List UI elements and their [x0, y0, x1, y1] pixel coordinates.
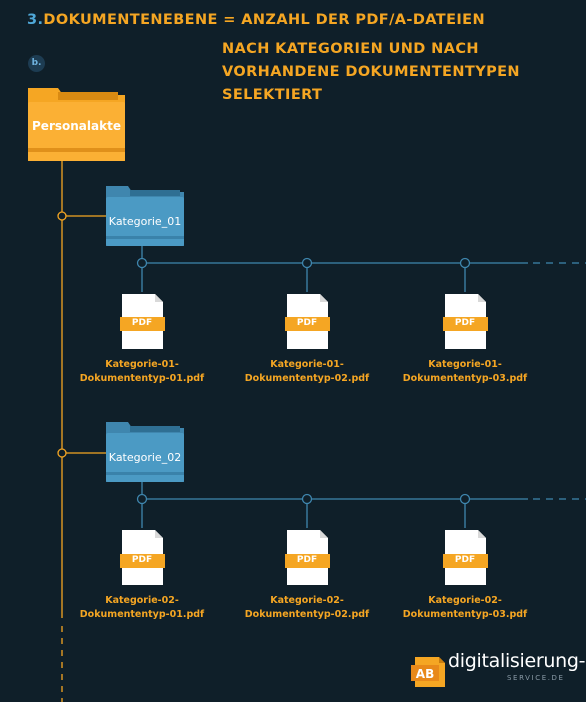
- heading-line-3: VORHANDENE DOKUMENTENTYPEN: [222, 64, 520, 80]
- document-label-line-1: Kategorie-01-: [270, 359, 344, 370]
- pdf-icon: [443, 530, 488, 585]
- brand-domain: SERVICE.DE: [507, 674, 565, 682]
- document-label-line-1: Kategorie-02-: [428, 595, 502, 606]
- document-label-line-1: Kategorie-02-: [270, 595, 344, 606]
- category-1-folder-icon: [106, 186, 184, 246]
- branch-node-2: [57, 448, 67, 458]
- heading-number: 3.: [27, 12, 44, 28]
- pdf-tag: PDF: [131, 318, 153, 328]
- document-label: Kategorie-01- Dokumententyp-02.pdf: [232, 358, 382, 386]
- heading-line-2: NACH KATEGORIEN UND NACH: [222, 41, 479, 57]
- branch-node-1: [57, 211, 67, 221]
- pdf-icon: [120, 530, 165, 585]
- document-label: Kategorie-02- Dokumententyp-03.pdf: [390, 594, 540, 622]
- brand-logo-icon: AB: [411, 657, 445, 687]
- pdf-tag: PDF: [296, 318, 318, 328]
- document-label-line-2: Dokumententyp-03.pdf: [402, 373, 528, 384]
- root-folder-icon: [28, 88, 125, 161]
- brand-logo-mark: AB: [416, 667, 434, 681]
- document-label: Kategorie-02- Dokumententyp-02.pdf: [232, 594, 382, 622]
- pdf-tag: PDF: [454, 318, 476, 328]
- heading-text-1: DOKUMENTENEBENE = ANZAHL DER PDF/A-DATEI…: [43, 12, 486, 28]
- document-label: Kategorie-01- Dokumententyp-03.pdf: [390, 358, 540, 386]
- root-folder-label: Personalakte: [32, 119, 121, 133]
- document-label: Kategorie-02- Dokumententyp-01.pdf: [67, 594, 217, 622]
- document-label-line-1: Kategorie-01-: [428, 359, 502, 370]
- category-2-label: Kategorie_02: [108, 451, 182, 464]
- brand-name: digitalisierung-: [448, 650, 586, 672]
- step-badge: b.: [28, 55, 45, 72]
- pdf-icon: [285, 530, 330, 585]
- document-label-line-2: Dokumententyp-01.pdf: [79, 373, 205, 384]
- pdf-icon: [120, 294, 165, 349]
- pdf-icon: [285, 294, 330, 349]
- pdf-tag: PDF: [454, 555, 476, 565]
- pdf-tag: PDF: [131, 555, 153, 565]
- heading-line-1: 3.DOKUMENTENEBENE = ANZAHL DER PDF/A-DAT…: [27, 12, 485, 28]
- category-2-folder-icon: [106, 422, 184, 482]
- document-label-line-2: Dokumententyp-02.pdf: [244, 373, 370, 384]
- category-1-label: Kategorie_01: [108, 215, 182, 228]
- document-label-line-2: Dokumententyp-02.pdf: [244, 609, 370, 620]
- document-label-line-1: Kategorie-02-: [105, 595, 179, 606]
- heading-line-4: SELEKTIERT: [222, 87, 323, 103]
- document-label-line-2: Dokumententyp-01.pdf: [79, 609, 205, 620]
- document-label-line-1: Kategorie-01-: [105, 359, 179, 370]
- pdf-tag: PDF: [296, 555, 318, 565]
- pdf-icon: [443, 294, 488, 349]
- document-label-line-2: Dokumententyp-03.pdf: [402, 609, 528, 620]
- document-label: Kategorie-01- Dokumententyp-01.pdf: [67, 358, 217, 386]
